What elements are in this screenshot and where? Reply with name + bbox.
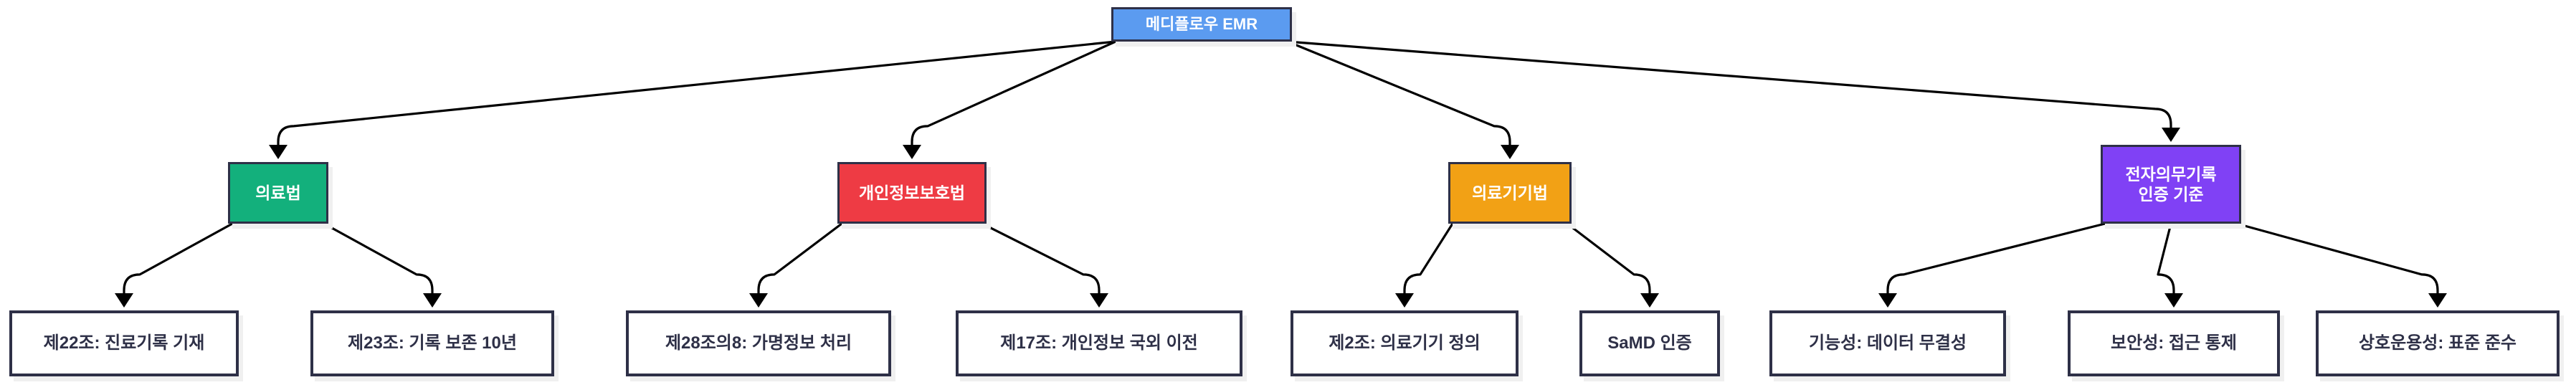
tree-node-branch-emr-cert[interactable]: 전자의무기록 인증 기준	[2101, 145, 2241, 224]
tree-node-leaf-interoperability[interactable]: 상호운용성: 표준 준수	[2316, 310, 2560, 376]
tree-node-leaf-art22[interactable]: 제22조: 진료기록 기재	[9, 310, 239, 376]
tree-node-branch-medical-law[interactable]: 의료법	[228, 162, 328, 224]
tree-node-leaf-art28-8[interactable]: 제28조의8: 가명정보 처리	[626, 310, 891, 376]
tree-node-leaf-samd[interactable]: SaMD 인증	[1579, 310, 1720, 376]
arrowhead-leaf-functionality	[1878, 293, 1897, 308]
arrowhead-branch-device-law	[1501, 145, 1519, 159]
edge-branch-emr-cert-to-leaf-interoperability	[2236, 222, 2439, 293]
edge-root-to-branch-emr-cert	[1287, 40, 2172, 128]
tree-node-branch-device-law[interactable]: 의료기기법	[1448, 162, 1572, 224]
tree-node-leaf-art23[interactable]: 제23조: 기록 보존 10년	[310, 310, 554, 376]
arrowhead-leaf-interoperability	[2428, 293, 2447, 308]
edge-root-to-branch-medical-law	[277, 40, 1116, 145]
arrowhead-branch-medical-law	[269, 145, 287, 159]
arrowhead-leaf-art22	[115, 293, 133, 308]
arrowhead-leaf-art2	[1395, 293, 1414, 308]
arrowhead-leaf-art23	[423, 293, 442, 308]
edge-branch-pipa-to-leaf-art28-8	[757, 222, 842, 293]
edge-branch-device-law-to-leaf-art2	[1403, 223, 1454, 293]
arrowhead-branch-pipa	[903, 145, 921, 159]
tree-node-leaf-art17[interactable]: 제17조: 개인정보 국외 이전	[956, 310, 1242, 376]
edge-root-to-branch-pipa	[911, 40, 1116, 145]
edge-branch-emr-cert-to-leaf-security	[2157, 223, 2175, 293]
edge-root-to-branch-device-law	[1287, 40, 1511, 145]
edge-branch-emr-cert-to-leaf-functionality	[1886, 222, 2106, 293]
tree-node-root[interactable]: 메디플로우 EMR	[1111, 7, 1292, 42]
edge-branch-device-law-to-leaf-samd	[1567, 222, 1651, 293]
arrowhead-branch-emr-cert	[2162, 128, 2180, 142]
arrowhead-leaf-art17	[1090, 293, 1108, 308]
tree-node-branch-pipa[interactable]: 개인정보보호법	[837, 162, 987, 224]
tree-node-leaf-functionality[interactable]: 기능성: 데이터 무결성	[1769, 310, 2006, 376]
tree-node-leaf-security[interactable]: 보안성: 접근 통제	[2068, 310, 2280, 376]
arrowhead-leaf-security	[2164, 293, 2183, 308]
edge-branch-medical-law-to-leaf-art23	[323, 222, 434, 293]
arrowhead-leaf-samd	[1640, 293, 1659, 308]
edge-branch-medical-law-to-leaf-art22	[123, 222, 233, 293]
edge-branch-pipa-to-leaf-art17	[982, 222, 1101, 293]
tree-node-leaf-art2[interactable]: 제2조: 의료기기 정의	[1291, 310, 1518, 376]
arrowhead-leaf-art28-8	[749, 293, 768, 308]
